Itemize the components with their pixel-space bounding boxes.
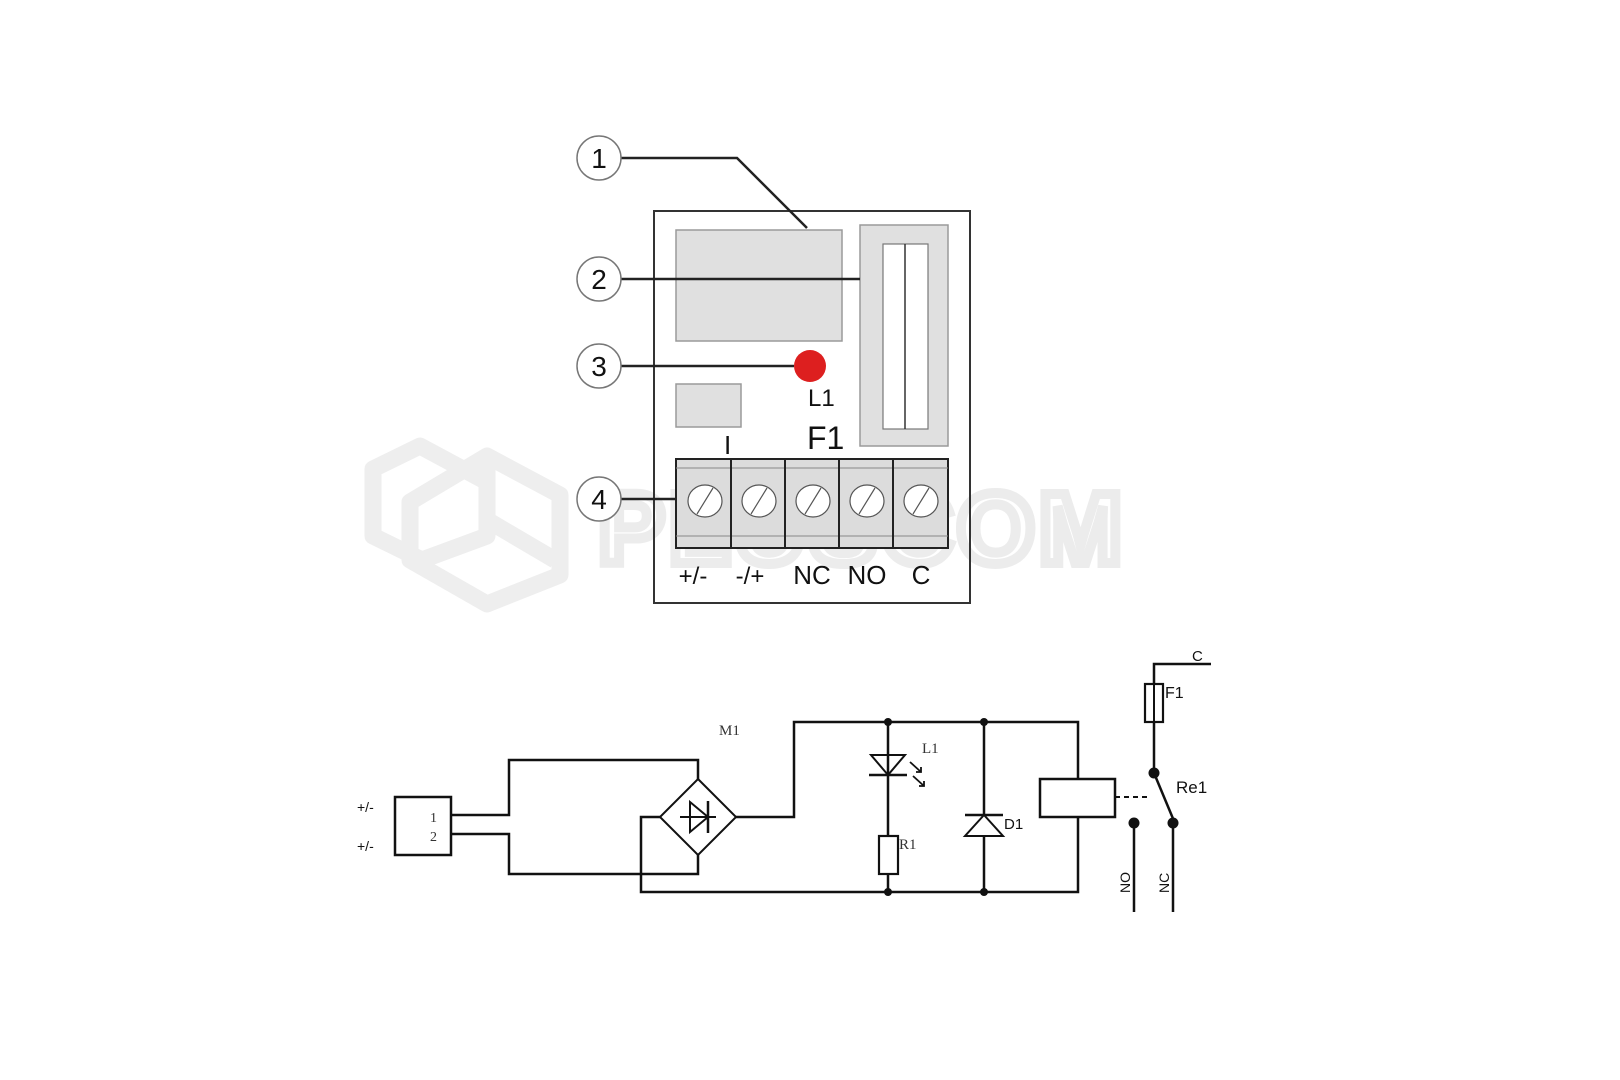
terminal-label: NC (793, 560, 831, 590)
terminal-screw-icon (741, 484, 777, 518)
input-label-2: +/- (357, 838, 374, 854)
device-front-view: L1 I F1 (576, 135, 971, 604)
device-housing (653, 210, 971, 604)
wire-common (1152, 662, 1211, 773)
terminal-label: -/+ (736, 563, 765, 590)
display-module (675, 229, 843, 342)
svg-text:1: 1 (591, 143, 607, 174)
relay-switch-arm (1152, 772, 1176, 822)
callout-2: 2 (576, 256, 622, 302)
led-label: L1 (808, 385, 835, 412)
light-emission-arrows-icon (909, 761, 925, 787)
relay-label: Re1 (1176, 778, 1207, 797)
diode-label: D1 (1004, 816, 1023, 833)
wire-input-1 (451, 758, 700, 817)
terminal-screw-icon (795, 484, 831, 518)
fuse-label: F1 (807, 420, 844, 456)
schematic-led-label: L1 (922, 741, 939, 757)
bridge-rectifier (658, 777, 738, 857)
relay-coil (1038, 777, 1117, 819)
terminal-label: NO (848, 560, 887, 590)
wire-dc-positive (736, 720, 1080, 819)
callout-4: 4 (576, 476, 622, 522)
callout-3: 3 (576, 343, 622, 389)
bridge-label: M1 (719, 723, 740, 739)
schematic-fuse-label: F1 (1165, 685, 1184, 702)
input-label-1: +/- (357, 799, 374, 815)
input-connector (393, 795, 453, 857)
relay-component (859, 224, 949, 447)
watermark-logo-icon (364, 437, 569, 613)
no-label: NO (1117, 872, 1133, 893)
terminal-screw-icon (903, 484, 939, 518)
terminal-block (675, 458, 949, 549)
connector-pin-1: 1 (430, 811, 437, 826)
callout-1: 1 (576, 135, 622, 181)
connector-pin-2: 2 (430, 830, 437, 845)
fuse-marker: I (724, 430, 731, 460)
resistor-label: R1 (899, 837, 917, 853)
common-label: C (1192, 648, 1203, 665)
terminal-screw-icon (687, 484, 723, 518)
svg-text:2: 2 (591, 264, 607, 295)
terminal-screw-icon (849, 484, 885, 518)
callout-leaders (621, 156, 860, 501)
resistor-symbol (877, 834, 900, 876)
svg-text:3: 3 (591, 351, 607, 382)
led-l1-indicator (794, 350, 826, 382)
terminal-label: C (912, 560, 931, 590)
svg-text:4: 4 (591, 484, 607, 515)
schematic-labels: +/- +/- 1 2 M1 L1 R1 D1 Re1 F1 C NO NC (357, 648, 1207, 893)
wire-input-2 (451, 832, 700, 876)
flyback-diode-symbol (962, 813, 1006, 837)
diode-icon (689, 799, 710, 835)
fuse-holder (675, 383, 742, 428)
wire-dc-negative (639, 815, 1080, 894)
junction-dots (884, 718, 988, 896)
nc-label: NC (1156, 873, 1172, 893)
contact-dots (1128, 767, 1179, 829)
terminal-label: +/- (679, 563, 708, 590)
led-symbol (868, 754, 925, 787)
circuit-schematic (393, 662, 1211, 912)
